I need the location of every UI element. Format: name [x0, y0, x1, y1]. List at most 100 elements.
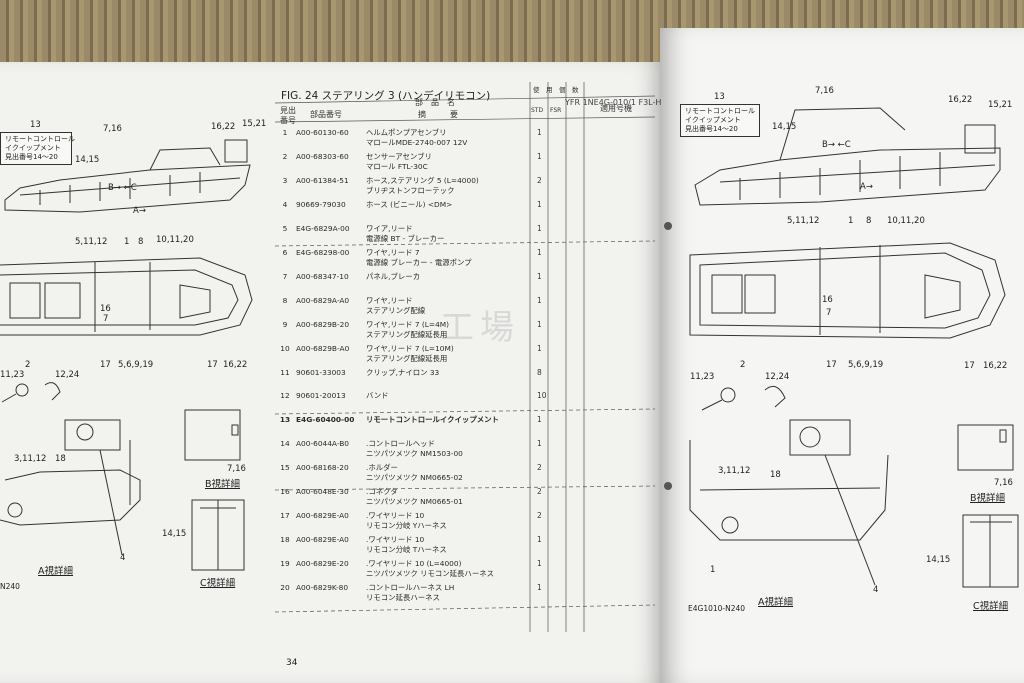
row-part-name: .コントロールヘッド ニツパツメツク NM1503-00 [366, 439, 463, 459]
row-ref-number: 9 [282, 319, 288, 329]
row-part-number: E4G-6829A-00 [296, 223, 350, 233]
row-quantity: 1 [537, 439, 542, 449]
ref-label: 15,21 [242, 119, 267, 129]
row-ref-number: 10 [280, 343, 290, 353]
row-quantity: 2 [537, 175, 542, 185]
ref-label: 17 [100, 360, 111, 370]
row-quantity: 10 [537, 391, 547, 401]
row-quantity: 2 [537, 487, 542, 497]
header-usage: 使 用 個 数 [533, 86, 579, 94]
row-quantity: 1 [537, 415, 542, 425]
row-part-number: A00-6829B-A0 [296, 343, 350, 353]
row-ref-number: 16 [280, 487, 290, 497]
ref-label: 16 [100, 304, 111, 314]
row-part-number: A00-6829E-20 [296, 559, 349, 569]
row-ref-number: 12 [280, 391, 290, 401]
row-part-number: 90669-79030 [296, 199, 346, 209]
drawing-code: E4G1010-N240 [688, 604, 746, 613]
ref-label: 7,16 [227, 464, 246, 474]
detail-a-label: A視詳細 [38, 566, 73, 577]
ref-label: B→ ←C [108, 183, 137, 193]
ref-label: 5,6,9,19 [848, 360, 884, 370]
row-ref-number: 8 [282, 295, 288, 305]
ref-label: B→ ←C [822, 140, 851, 150]
row-part-number: A00-61384-51 [296, 175, 349, 185]
header-ref: 見出 番号 [280, 106, 296, 125]
ref-label: 14,15 [772, 122, 797, 132]
ref-label: 16,22 [948, 95, 973, 105]
row-part-name: .ワイヤリード 10 (L=4000) ニツパツメツク リモコン延長ハーネス [366, 559, 494, 579]
ref-label: 1 [710, 565, 716, 575]
row-quantity: 1 [537, 199, 542, 209]
row-part-number: A00-6048E-30 [296, 487, 349, 497]
row-part-number: A00-68347-10 [296, 271, 349, 281]
row-ref-number: 17 [280, 511, 290, 521]
row-part-name: .コントロールハーネス LH リモコン延長ハーネス [366, 583, 455, 603]
ref-label: 11,23 [0, 370, 25, 380]
ref-label: 16 [822, 295, 833, 305]
row-part-number: A00-6829B-20 [296, 319, 350, 329]
row-ref-number: 3 [282, 175, 288, 185]
row-part-number: A00-6044A-B0 [296, 439, 350, 449]
row-ref-number: 11 [280, 367, 290, 377]
ref-label: 8 [138, 237, 144, 247]
ref-label: 3,11,12 [14, 454, 47, 464]
header-fsr: FSR [550, 107, 562, 114]
row-part-name: .ホルダー ニツパツメツク NM0665-02 [366, 463, 463, 483]
figure-title: FIG. 24 ステアリング 3 (ハンデイリモコン) [281, 90, 491, 102]
row-part-name: ワイヤ,リード 7 (L=4M) ステアリング配線延長用 [366, 319, 450, 339]
watermark-text: 工場 [440, 308, 520, 348]
row-ref-number: 4 [282, 199, 288, 209]
row-part-number: 90601-20013 [296, 391, 346, 401]
row-quantity: 1 [537, 559, 542, 569]
ref-label: 4 [120, 553, 126, 563]
row-part-name: .ワイヤリード 10 リモコン分岐 Tハーネス [366, 535, 447, 555]
row-part-name: ホース (ビニール) <DM> [366, 199, 453, 209]
drawing-code: N240 [0, 582, 20, 591]
row-quantity: 2 [537, 511, 542, 521]
row-ref-number: 6 [282, 247, 288, 257]
row-quantity: 1 [537, 583, 542, 593]
ref-label: 7,16 [103, 124, 122, 134]
row-ref-number: 20 [280, 583, 290, 593]
left-boat-side-view [4, 139, 251, 213]
ref-label: 5,11,12 [787, 216, 820, 226]
row-quantity: 1 [537, 319, 542, 329]
ref-label: 10,11,20 [156, 235, 194, 245]
row-part-name: ワイヤ,リード 7 電源線 ブレーカー - 電源ポンプ [366, 247, 472, 267]
ref-label: 10,11,20 [887, 216, 925, 226]
detail-b-label: B視詳細 [970, 493, 1006, 504]
ref-label: 3,11,12 [718, 466, 751, 476]
row-quantity: 1 [537, 247, 542, 257]
ref-label: 16,22 [983, 361, 1008, 371]
ref-label: 4 [873, 585, 879, 595]
ref-label: 18 [55, 454, 66, 464]
row-part-number: A00-68303-60 [296, 151, 349, 161]
ref-label: 17 [826, 360, 837, 370]
ref-label: 14,15 [926, 555, 951, 565]
row-quantity: 1 [537, 343, 542, 353]
ref-label: 7,16 [815, 86, 834, 96]
row-ref-number: 18 [280, 535, 290, 545]
right-detail-a [689, 419, 889, 586]
row-part-name: パネル,ブレーカ [366, 271, 421, 281]
ref-label: 7 [826, 308, 832, 318]
ref-label: 16,22 [223, 360, 248, 370]
callout-box: リモートコントロール イクイップメント 見出番号14〜20 [0, 132, 75, 165]
ref-label: 5,6,9,19 [118, 360, 154, 370]
header-name-bottom: 摘 要 [418, 110, 458, 119]
row-ref-number: 2 [282, 151, 288, 161]
ref-label: A→ [860, 182, 873, 192]
ref-label: 17 [207, 360, 218, 370]
row-quantity: 1 [537, 535, 542, 545]
right-boat-top-view [689, 242, 1006, 339]
row-part-number: A00-68168-20 [296, 463, 349, 473]
callout-number: 13 [30, 120, 41, 130]
detail-c-label: C視詳細 [200, 578, 236, 589]
row-part-name: ワイヤ,リード ステアリング配線 [366, 295, 426, 315]
row-part-number: E4G-60400-00 [296, 415, 355, 425]
row-part-number: A00-6829E-A0 [296, 511, 349, 521]
left-boat-top-view [0, 257, 253, 336]
row-part-name: センサーアセンブリ マロール FTL-30C [366, 151, 432, 171]
row-part-number: A00-6829E-A0 [296, 535, 349, 545]
